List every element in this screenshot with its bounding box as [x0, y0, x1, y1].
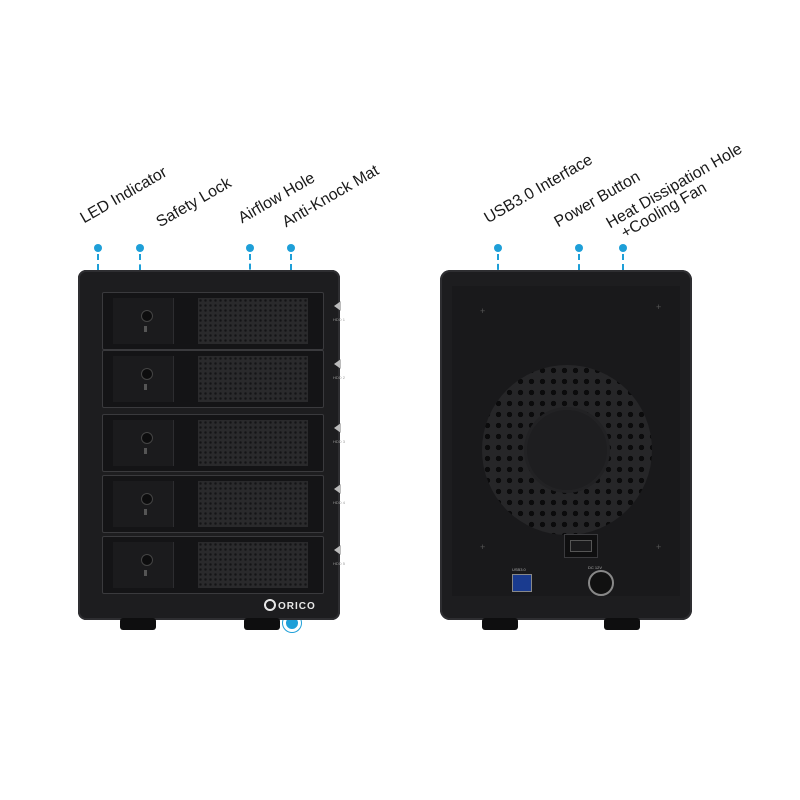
eject-arrow-icon	[334, 423, 341, 433]
screw-icon: +	[656, 302, 662, 312]
logo-ring-icon	[264, 599, 276, 611]
drive-bay-5: HDD 5	[102, 536, 345, 594]
screw-icon: +	[480, 542, 486, 552]
bay-label: HDD 3	[332, 439, 345, 444]
guide-dot-usb	[494, 244, 502, 252]
airflow-grille	[198, 420, 308, 466]
anti-knock-foot-left	[120, 618, 156, 630]
airflow-grille	[198, 298, 308, 344]
eject-arrow-icon	[334, 301, 341, 311]
eject-arrow-icon	[334, 484, 341, 494]
lock-icon	[141, 368, 153, 380]
brand-logo: ORICO	[264, 599, 316, 612]
screw-icon: +	[480, 306, 486, 316]
drive-bay-1: HDD 1	[102, 292, 345, 350]
screw-icon: +	[656, 542, 662, 552]
anti-knock-foot-right	[244, 618, 280, 630]
airflow-grille	[198, 542, 308, 588]
fan-hub	[527, 410, 607, 490]
led-bar	[144, 384, 147, 390]
guide-dot-led	[94, 244, 102, 252]
lock-icon	[141, 493, 153, 505]
guide-dot-mat	[287, 244, 295, 252]
lock-icon	[141, 310, 153, 322]
callout-heat-dissipation: Heat Dissipation Hole +Cooling Fan	[604, 140, 753, 246]
drive-bay-3: HDD 3	[102, 414, 345, 472]
front-enclosure: HDD 1 HDD 2 HDD 3 HDD 4 HDD 5 ORICO	[78, 270, 345, 620]
brand-name: ORICO	[278, 601, 316, 612]
usb-port-label: USB3.0	[512, 567, 526, 572]
led-bar	[144, 448, 147, 454]
drive-bay-4: HDD 4	[102, 475, 345, 533]
guide-dot-heat	[619, 244, 627, 252]
lock-icon	[141, 432, 153, 444]
led-bar	[144, 326, 147, 332]
guide-dot-airflow	[246, 244, 254, 252]
bay-lock-plate	[113, 298, 174, 344]
bay-label: HDD 1	[332, 317, 345, 322]
led-bar	[144, 570, 147, 576]
eject-arrow-icon	[334, 359, 341, 369]
bay-lock-plate	[113, 542, 174, 588]
rear-foot-right	[604, 618, 640, 630]
drive-bay-2: HDD 2	[102, 350, 345, 408]
dc-port-label: DC 12V	[588, 565, 603, 570]
power-rocker	[570, 540, 592, 552]
lock-icon	[141, 554, 153, 566]
dc-power-jack	[588, 570, 614, 596]
airflow-grille	[198, 356, 308, 402]
eject-arrow-icon	[334, 545, 341, 555]
bay-label: HDD 2	[332, 375, 345, 380]
led-bar	[144, 509, 147, 515]
guide-dot-power	[575, 244, 583, 252]
power-switch	[564, 534, 598, 558]
airflow-grille	[198, 481, 308, 527]
guide-dot-lock	[136, 244, 144, 252]
rear-foot-left	[482, 618, 518, 630]
callout-safety-lock: Safety Lock	[153, 174, 235, 231]
bay-label: HDD 4	[332, 500, 345, 505]
bay-lock-plate	[113, 481, 174, 527]
rear-enclosure: + + + + USB3.0 DC 12V	[440, 270, 692, 620]
bay-label: HDD 5	[332, 561, 345, 566]
bay-lock-plate	[113, 420, 174, 466]
usb3-port	[512, 574, 532, 592]
bay-lock-plate	[113, 356, 174, 402]
